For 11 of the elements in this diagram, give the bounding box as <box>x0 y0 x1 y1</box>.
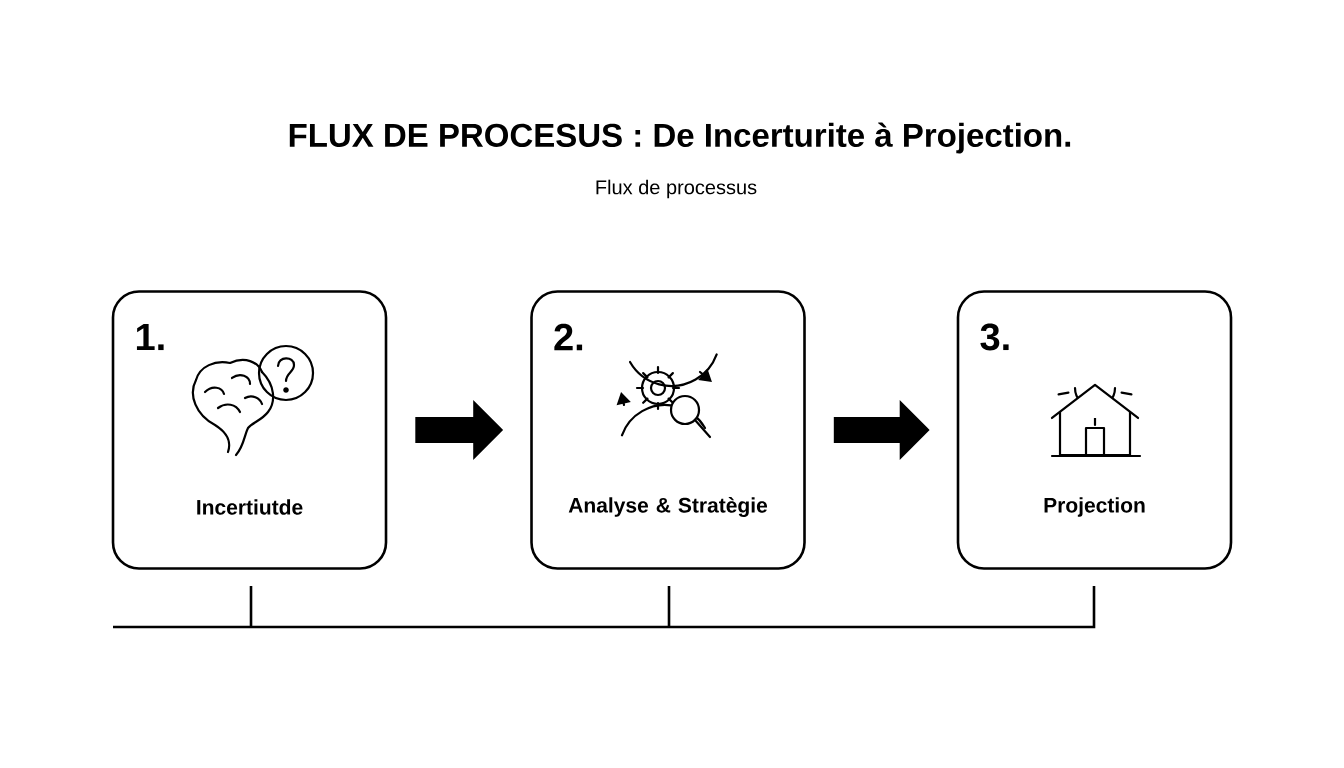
node-label: Analyse & Stratègie <box>568 497 768 517</box>
title: FLUX DE PROCESUS : De Incerturite à Projection. <box>289 122 1071 154</box>
node-label: Incertiutde <box>197 499 303 515</box>
node-label: 2. <box>554 323 583 351</box>
step-box: 3. Projection <box>956 290 1233 570</box>
subtitle: Flux de processus <box>596 179 757 199</box>
step-box: 1. Incertiutde <box>111 290 388 570</box>
node-label: 3. <box>980 323 1009 351</box>
node-label: Projection <box>1044 497 1145 517</box>
node-label: 1. <box>136 323 164 351</box>
step-box: 2. Analyse & Stratègie <box>530 290 806 570</box>
